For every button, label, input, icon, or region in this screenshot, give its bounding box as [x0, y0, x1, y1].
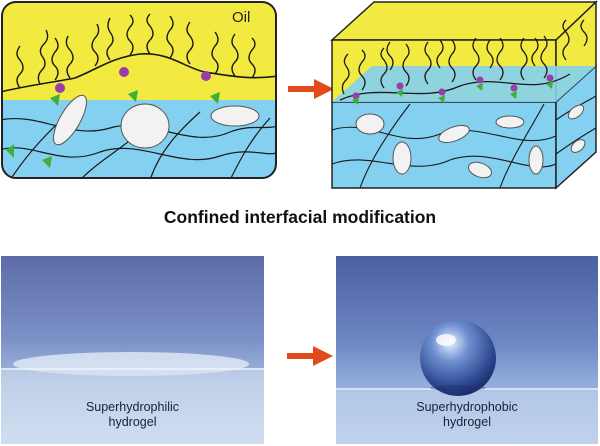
linker-heads	[55, 67, 211, 93]
transform-arrow-top	[288, 79, 334, 99]
hydrogel-block-3d	[330, 0, 598, 190]
interface-schematic: Oil	[1, 1, 277, 179]
transform-arrow-bottom	[287, 346, 333, 366]
alkyl-chains	[16, 13, 256, 89]
photo-left-label-line2: hydrogel	[108, 415, 157, 429]
figure-caption: Confined interfacial modification	[163, 207, 437, 227]
block-top-face	[330, 1, 598, 41]
photo-right-label-line1: Superhydrophobic	[416, 400, 518, 414]
hydrogel-slab	[1, 368, 264, 444]
photo-left-label-line1: Superhydrophilic	[85, 400, 180, 414]
photo-right-label-line2: hydrogel	[443, 415, 491, 429]
hydrogel-slab-right	[336, 388, 598, 444]
oil-phase	[2, 2, 276, 100]
surface-chains	[339, 19, 588, 101]
photo-superhydrophilic: Superhydrophilic hydrogel	[1, 256, 264, 444]
block-side-water	[555, 64, 597, 190]
anchor-groups	[6, 90, 220, 168]
interfacial-layer	[332, 66, 596, 102]
block-nanosheets	[355, 104, 586, 179]
oil-label: Oil	[232, 9, 250, 26]
nanosheets	[53, 94, 260, 149]
photo-superhydrophobic: Superhydrophobic hydrogel	[336, 256, 598, 444]
interface-anchors	[352, 81, 553, 105]
hydrophobic-backbone	[2, 53, 276, 93]
water-droplet	[420, 320, 496, 396]
interface-heads	[352, 74, 554, 100]
